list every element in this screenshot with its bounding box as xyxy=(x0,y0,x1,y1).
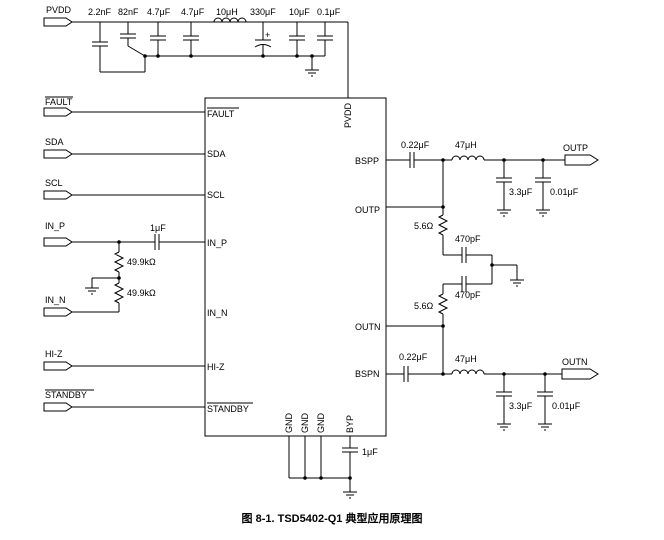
label-cap-0u1: 0.1μF xyxy=(317,7,341,17)
label-cap-10u: 10μF xyxy=(289,7,310,17)
sda-net: SDA xyxy=(43,137,205,159)
pvdd-caps-right xyxy=(289,22,333,77)
net-label-in-n: IN_N xyxy=(45,295,66,305)
pin-outp: OUTP xyxy=(355,205,380,215)
pin-in-n: IN_N xyxy=(207,308,228,318)
net-label-scl: SCL xyxy=(45,178,63,188)
polarity-mark: + xyxy=(265,30,270,40)
label-cap-82n: 82nF xyxy=(118,7,139,17)
hi-z-net: HI-Z xyxy=(43,349,205,371)
ic-body xyxy=(204,97,387,437)
pin-hi-z: HI-Z xyxy=(207,362,225,372)
label-out-ind-n: 47μH xyxy=(455,354,477,364)
pin-in-p: IN_P xyxy=(207,238,227,248)
pin-pvdd: PVDD xyxy=(343,102,353,128)
outn-network: 0.22μF 47μH OUTN 3.3μF 0.01μF xyxy=(386,352,599,431)
net-label-standby: STANDBY xyxy=(45,390,87,400)
pin-bspn: BSPN xyxy=(355,369,380,379)
label-byp-cap: 1μF xyxy=(362,447,378,457)
snubber-network: 5.6Ω 470pF 470pF 5.6Ω xyxy=(386,160,524,374)
label-bs-cap-n: 0.22μF xyxy=(399,352,428,362)
label-out-cap-n2: 0.01μF xyxy=(552,401,581,411)
pin-sda: SDA xyxy=(207,149,226,159)
pin-gnd-1: GND xyxy=(284,413,294,434)
pin-bspp: BSPP xyxy=(355,156,379,166)
in-p-net: IN_P 1μF xyxy=(43,221,205,250)
in-n-net: IN_N xyxy=(43,295,119,317)
label-bias-res-bot: 49.9kΩ xyxy=(127,288,156,298)
net-label-hi-z: HI-Z xyxy=(45,349,63,359)
label-snub-cap-n: 470pF xyxy=(455,290,481,300)
net-label-outn: OUTN xyxy=(562,357,588,367)
pvdd-bulk-cap: + xyxy=(254,22,272,56)
label-snub-res-n: 5.6Ω xyxy=(414,301,434,311)
label-snub-res-p: 5.6Ω xyxy=(414,221,434,231)
pin-gnd-2: GND xyxy=(300,413,310,434)
pin-standby: STANDBY xyxy=(207,404,249,414)
net-label-in-p: IN_P xyxy=(45,221,65,231)
label-bias-res-top: 49.9kΩ xyxy=(127,257,156,267)
figure-caption: 图 8-1. TSD5402-Q1 典型应用原理图 xyxy=(242,511,423,525)
pin-gnd-3: GND xyxy=(316,413,326,434)
net-label-sda: SDA xyxy=(45,137,64,147)
label-cap-2n2: 2.2nF xyxy=(88,7,112,17)
label-cap-330u: 330μF xyxy=(250,7,276,17)
label-out-ind-p: 47μH xyxy=(455,140,477,150)
label-out-cap-n1: 3.3μF xyxy=(509,401,533,411)
pvdd-net: PVDD xyxy=(43,5,349,98)
label-out-cap-p2: 0.01μF xyxy=(550,187,579,197)
label-input-cap: 1μF xyxy=(150,223,166,233)
label-snub-cap-p: 470pF xyxy=(455,234,481,244)
outp-network: 0.22μF 47μH OUTP 3.3μF 0.01μF xyxy=(386,140,599,217)
fault-net: FAULT xyxy=(43,96,205,117)
net-label-pvdd: PVDD xyxy=(46,5,72,15)
net-label-outp: OUTP xyxy=(563,143,588,153)
bias-network: 49.9kΩ 49.9kΩ xyxy=(85,242,156,312)
label-bs-cap-p: 0.22μF xyxy=(401,140,430,150)
label-cap-4u7-a: 4.7μF xyxy=(147,7,171,17)
net-label-fault: FAULT xyxy=(45,97,73,107)
pvdd-decoupling xyxy=(92,22,325,73)
standby-net: STANDBY xyxy=(43,389,205,412)
label-ind-10u: 10μH xyxy=(216,7,238,17)
pin-outn: OUTN xyxy=(355,322,381,332)
label-out-cap-p1: 3.3μF xyxy=(509,187,533,197)
pin-byp: BYP xyxy=(345,415,355,433)
scl-net: SCL xyxy=(43,178,205,200)
ground-byp: 1μF xyxy=(288,436,378,499)
pvdd-inductor xyxy=(213,17,247,23)
pin-scl: SCL xyxy=(207,190,225,200)
pin-fault: FAULT xyxy=(207,109,235,119)
label-cap-4u7-b: 4.7μF xyxy=(181,7,205,17)
